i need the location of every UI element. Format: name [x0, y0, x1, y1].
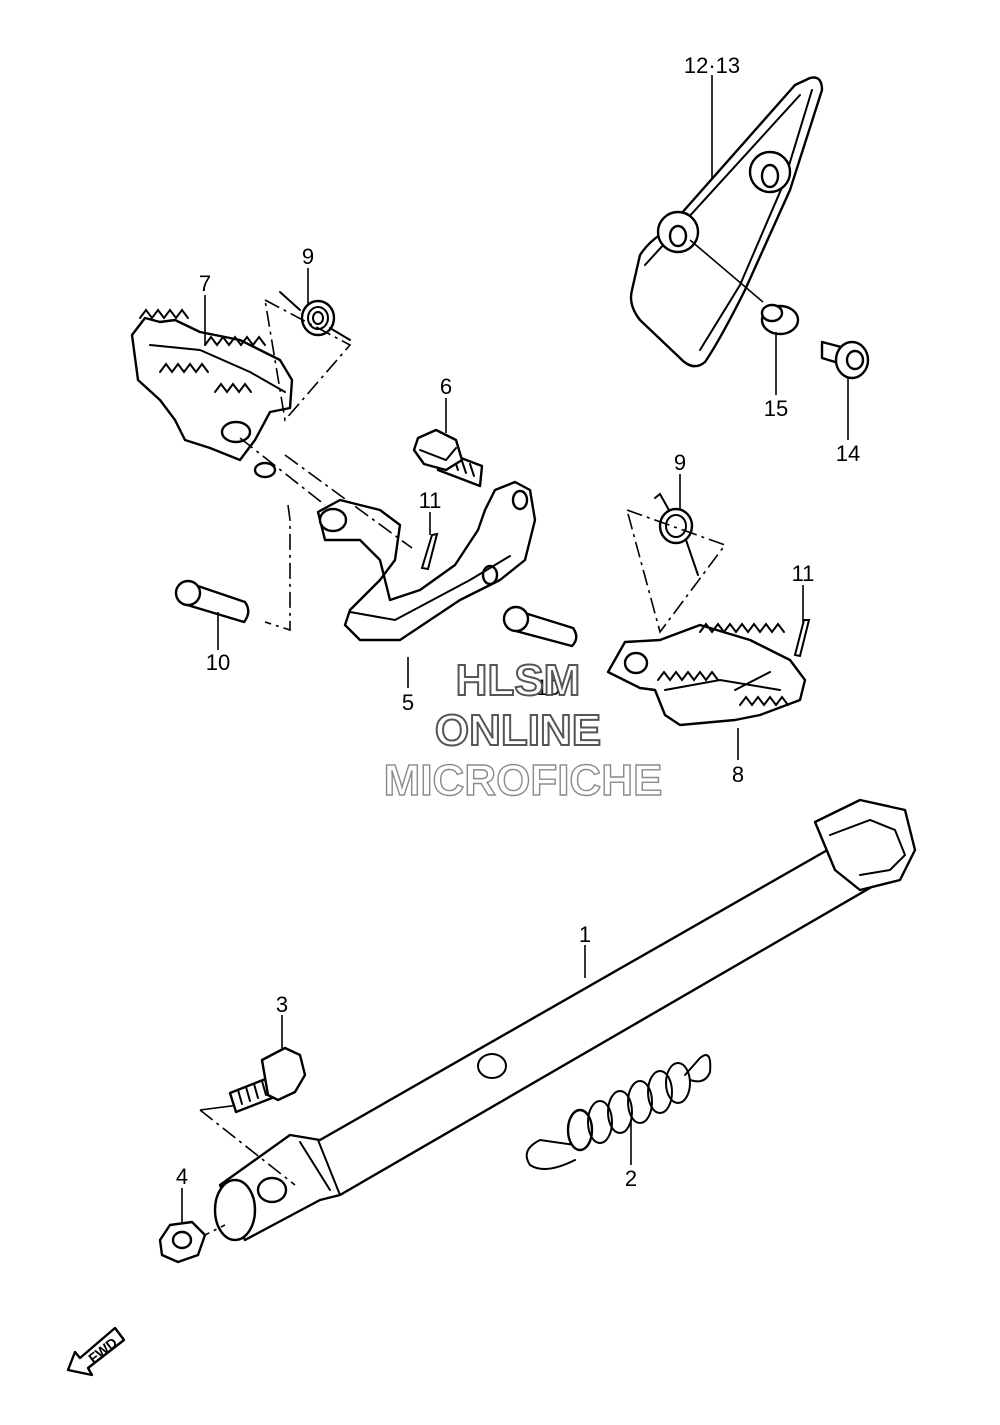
- left-footrest: [130, 308, 294, 479]
- callout-9-right: 9: [674, 450, 686, 475]
- callout-12-13: 12·13: [684, 53, 740, 78]
- right-clevis-pin: [502, 605, 578, 648]
- forward-arrow-icon: FWD: [66, 1326, 126, 1377]
- callout-4: 4: [176, 1164, 188, 1189]
- callout-8: 8: [732, 762, 744, 787]
- watermark-line-3: MICROFICHE: [384, 756, 663, 805]
- pivot-bolt: [228, 1046, 307, 1114]
- callout-10-right: 10: [536, 675, 560, 700]
- callout-2: 2: [625, 1166, 637, 1191]
- leader-lines: [181, 75, 849, 1222]
- callout-7: 7: [199, 271, 211, 296]
- callout-14: 14: [836, 441, 860, 466]
- callout-3: 3: [276, 992, 288, 1017]
- left-cotter-pin: [420, 532, 439, 571]
- right-spring: [626, 492, 727, 634]
- right-cotter-pin: [793, 619, 811, 658]
- left-clevis-pin: [174, 579, 250, 624]
- watermark-line-2: ONLINE: [435, 706, 601, 755]
- callout-5: 5: [402, 690, 414, 715]
- watermark: HLSM ONLINE MICROFICHE: [383, 655, 663, 806]
- flange-bolt: [412, 428, 484, 488]
- stand-spring: [525, 1054, 712, 1170]
- nut: [158, 1220, 207, 1264]
- callout-9-left: 9: [302, 244, 314, 269]
- right-footrest: [606, 622, 807, 727]
- collar: [689, 239, 800, 336]
- side-stand: [194, 798, 917, 1242]
- small-bolt: [820, 340, 870, 380]
- callout-10-left: 10: [206, 650, 230, 675]
- callout-11-left: 11: [419, 488, 442, 513]
- callout-11-right: 11: [792, 561, 815, 586]
- footrest-bracket: [239, 437, 537, 642]
- callout-6: 6: [440, 374, 452, 399]
- watermark-line-1: HLSM: [456, 656, 581, 705]
- callout-15: 15: [764, 396, 788, 421]
- guard-plate: [629, 76, 824, 368]
- left-spring: [264, 291, 352, 422]
- callout-1: 1: [579, 922, 591, 947]
